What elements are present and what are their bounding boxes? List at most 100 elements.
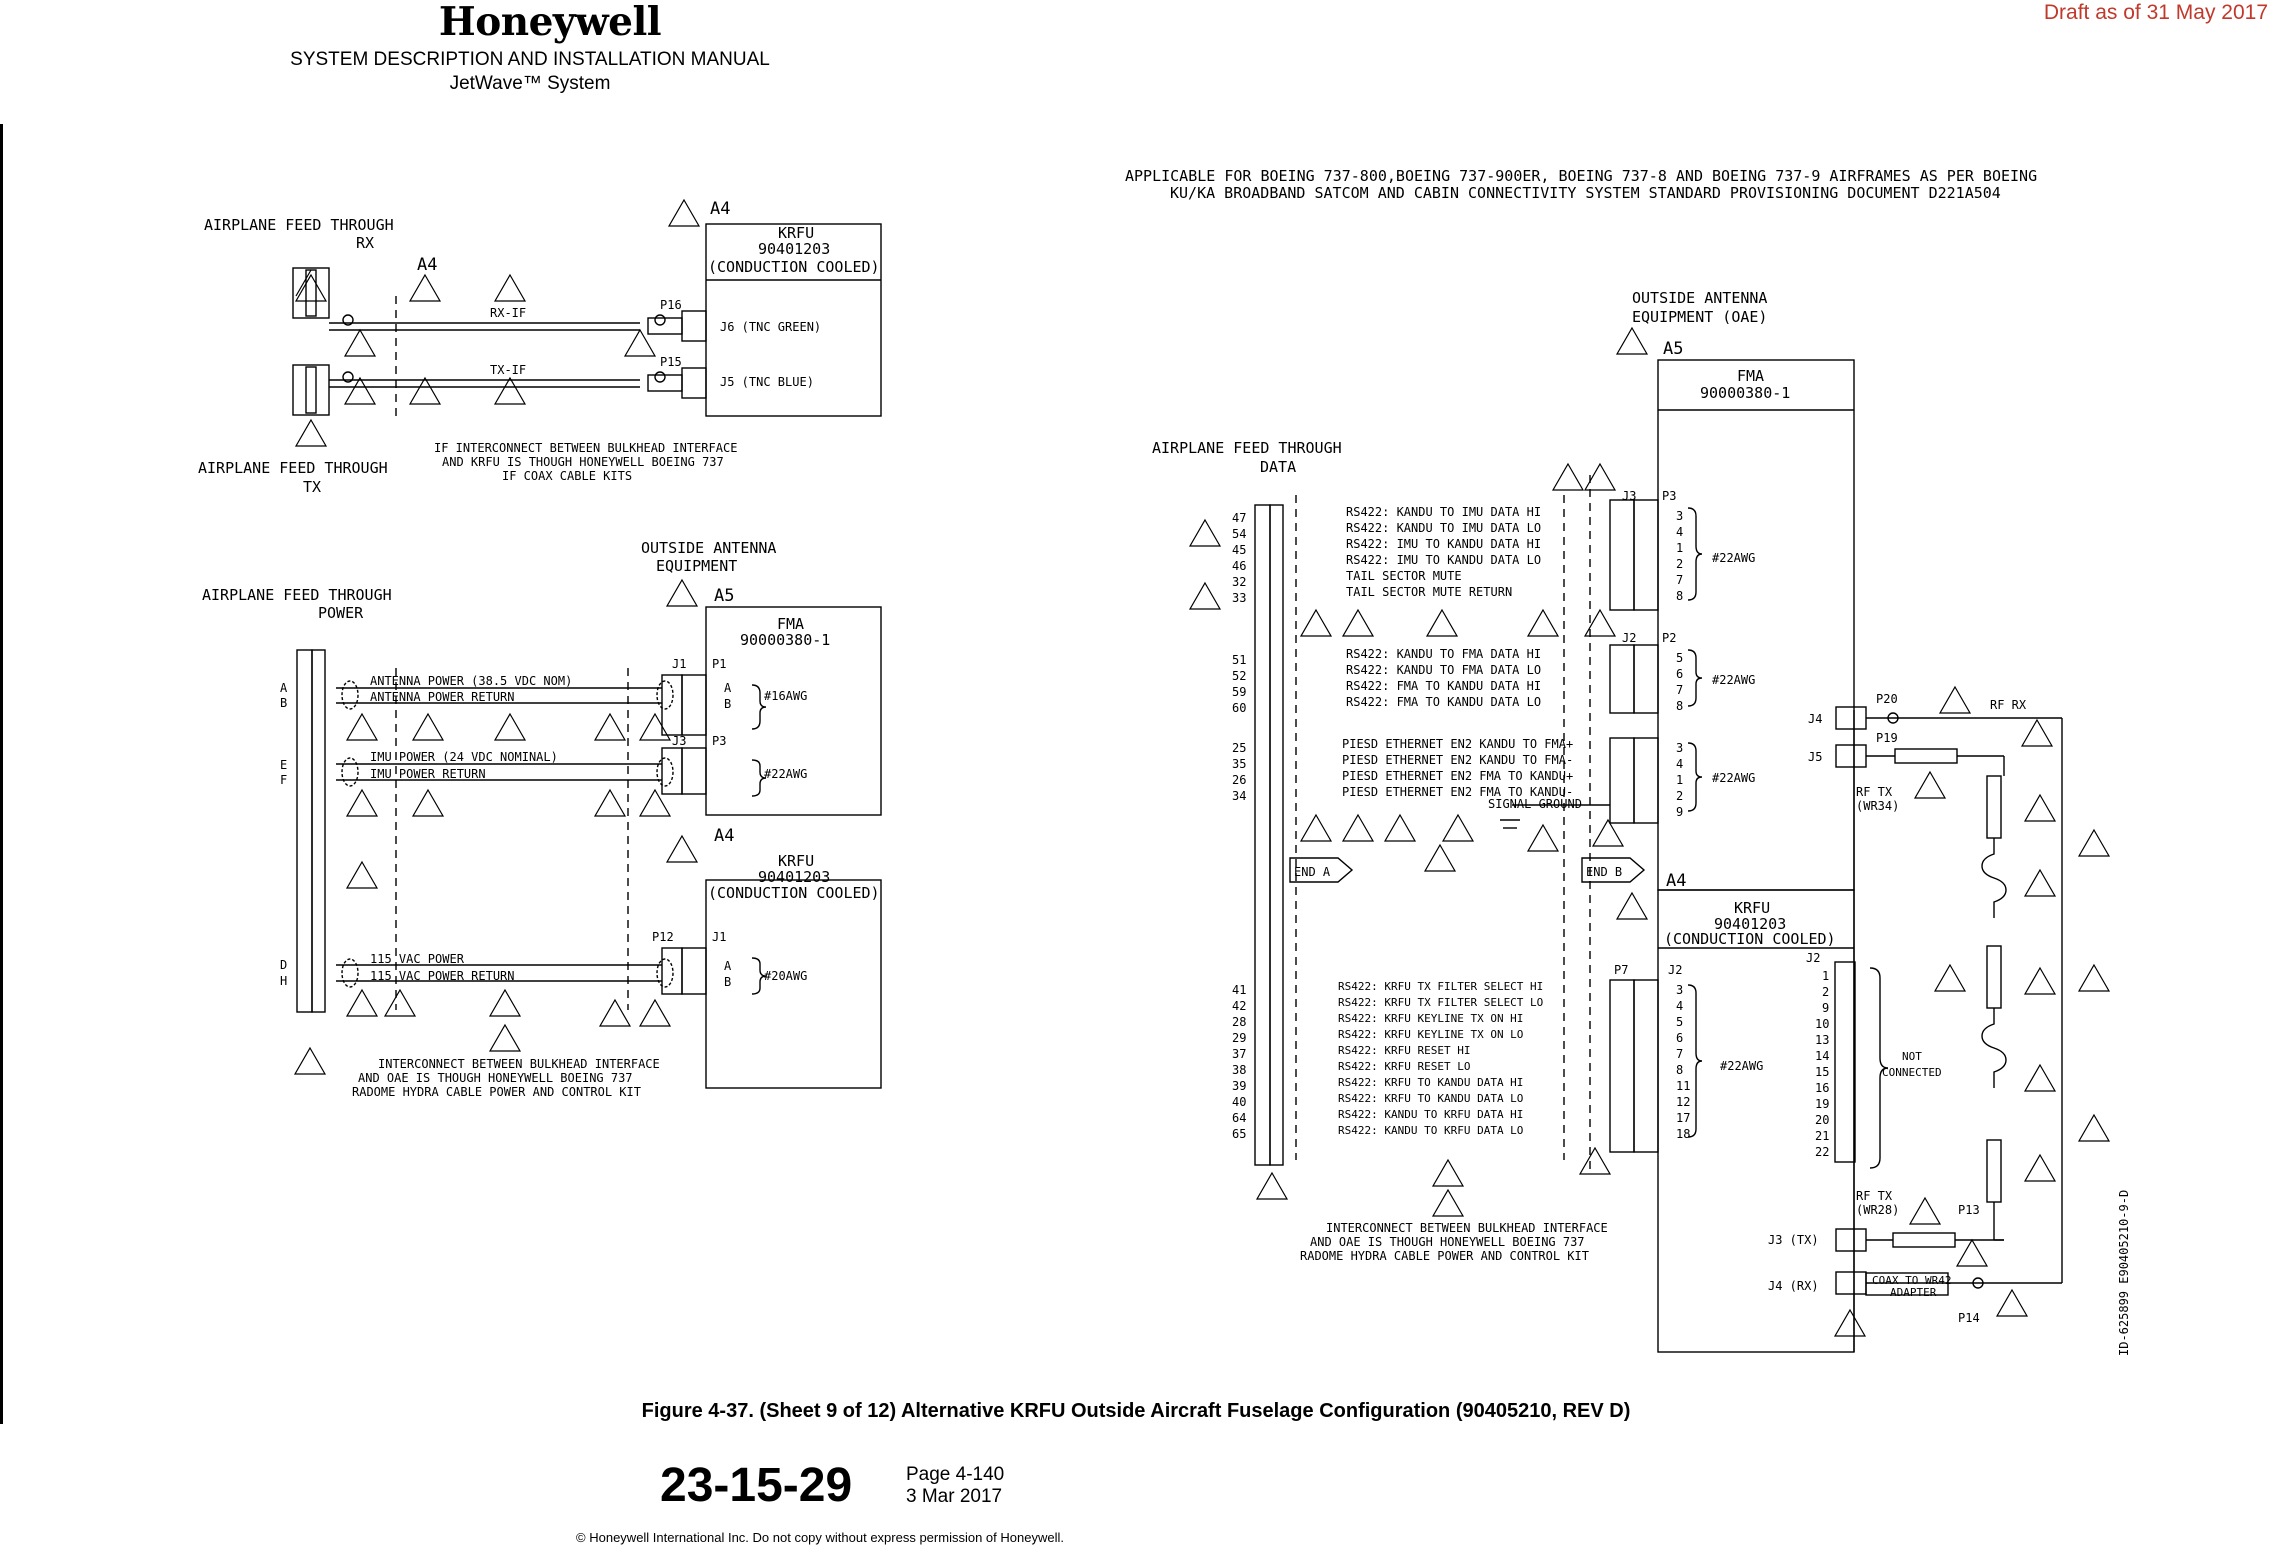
awg16-label: #16AWG: [764, 689, 807, 703]
dg2-pin-3: 59: [1232, 685, 1246, 699]
nc-pin-2: 2: [1822, 985, 1829, 999]
dg4-p7-9: 17: [1676, 1111, 1690, 1125]
feed-tx-sub: TX: [303, 478, 321, 496]
dg4-wire-6: RS422: KRFU RESET LO: [1338, 1060, 1470, 1073]
p7-label: P7: [1614, 963, 1628, 977]
dg1-p3-5: 7: [1676, 573, 1683, 587]
data-note-1: INTERCONNECT BETWEEN BULKHEAD INTERFACE: [1326, 1221, 1608, 1235]
dg1-pin-4: 46: [1232, 559, 1246, 573]
honeywell-logo: Honeywell: [438, 0, 662, 45]
j2-krfu: J2: [1668, 963, 1682, 977]
dg4-p7-6: 8: [1676, 1063, 1683, 1077]
dg2-p2-1: 5: [1676, 651, 1683, 665]
dg4-wire-8: RS422: KRFU TO KANDU DATA LO: [1338, 1092, 1523, 1105]
nc-pin-1: 1: [1822, 969, 1829, 983]
page-date: 3 Mar 2017: [906, 1486, 1003, 1507]
p3-left: P3: [712, 734, 726, 748]
dg4-p7-5: 7: [1676, 1047, 1683, 1061]
nc-pin-12: 22: [1815, 1145, 1829, 1159]
p3-right: P3: [1662, 489, 1676, 503]
dg1-p3-6: 8: [1676, 589, 1683, 603]
j3-right: J3: [1622, 489, 1636, 503]
feed-rx-sub: RX: [356, 234, 374, 252]
j5-right: J5: [1808, 750, 1822, 764]
dg3-pin-2: 35: [1232, 757, 1246, 771]
fma-right-pn: 90000380-1: [1700, 384, 1790, 402]
dg2-wire-2: RS422: KANDU TO FMA DATA LO: [1346, 663, 1541, 677]
not-connected-2: CONNECTED: [1882, 1066, 1942, 1079]
j2-nc: J2: [1806, 951, 1820, 965]
feed-rx-title: AIRPLANE FEED THROUGH: [204, 216, 394, 234]
fma-pin-b: B: [724, 697, 731, 711]
ref-a4-top: A4: [710, 199, 730, 219]
dg2-wire-1: RS422: KANDU TO FMA DATA HI: [1346, 647, 1541, 661]
dg1-wire-5: TAIL SECTOR MUTE: [1346, 569, 1462, 583]
power-wire-4: IMU POWER RETURN: [370, 767, 486, 781]
dg2-wire-4: RS422: FMA TO KANDU DATA LO: [1346, 695, 1541, 709]
p2-right: P2: [1662, 631, 1676, 645]
data-note-3: RADOME HYDRA CABLE POWER AND CONTROL KIT: [1300, 1249, 1589, 1263]
manual-title: SYSTEM DESCRIPTION AND INSTALLATION MANU…: [290, 49, 770, 70]
p15-label: P15: [660, 355, 682, 369]
rf-rx-label: RF RX: [1990, 698, 2027, 712]
dg4-wire-7: RS422: KRFU TO KANDU DATA HI: [1338, 1076, 1523, 1089]
dg4-wire-3: RS422: KRFU KEYLINE TX ON HI: [1338, 1012, 1523, 1025]
dg3-wire-5: SIGNAL GROUND: [1488, 797, 1582, 811]
j3-tx-label: J3 (TX): [1768, 1233, 1819, 1247]
krfu-left-name: KRFU: [778, 852, 814, 870]
dg4-wire-9: RS422: KANDU TO KRFU DATA HI: [1338, 1108, 1523, 1121]
dg2-pin-2: 52: [1232, 669, 1246, 683]
dg1-wire-2: RS422: KANDU TO IMU DATA LO: [1346, 521, 1541, 535]
krfu-left-cooled: (CONDUCTION COOLED): [708, 884, 880, 902]
dg4-pin-1: 41: [1232, 983, 1246, 997]
ref-a4-left: A4: [714, 826, 734, 846]
p19-label: P19: [1876, 731, 1898, 745]
fma-left-pn: 90000380-1: [740, 631, 830, 649]
power-wire-2: ANTENNA POWER RETURN: [370, 690, 515, 704]
dg4-pin-2: 42: [1232, 999, 1246, 1013]
dg1-pin-3: 45: [1232, 543, 1246, 557]
power-pin-f: F: [280, 773, 287, 787]
dg2-p2-3: 7: [1676, 683, 1683, 697]
rx-if-label: RX-IF: [490, 306, 526, 320]
fma-right-name: FMA: [1737, 367, 1764, 385]
p14-label: P14: [1958, 1311, 1980, 1325]
power-note-1: INTERCONNECT BETWEEN BULKHEAD INTERFACE: [378, 1057, 660, 1071]
not-connected-1: NOT: [1902, 1050, 1922, 1063]
p20-label: P20: [1876, 692, 1898, 706]
power-wire-1: ANTENNA POWER (38.5 VDC NOM): [370, 674, 572, 688]
dg1-p3-1: 3: [1676, 509, 1683, 523]
power-wire-3: IMU POWER (24 VDC NOMINAL): [370, 750, 558, 764]
dg3-wire-2: PIESD ETHERNET EN2 KANDU TO FMA-: [1342, 753, 1573, 767]
feed-power-title: AIRPLANE FEED THROUGH: [202, 586, 392, 604]
nc-pin-3: 9: [1822, 1001, 1829, 1015]
copyright: © Honeywell International Inc. Do not co…: [576, 1530, 1064, 1545]
dg4-p7-8: 12: [1676, 1095, 1690, 1109]
fma-pin-a: A: [724, 681, 732, 695]
rf-tx28-1: RF TX: [1856, 1189, 1893, 1203]
oae-left-2: EQUIPMENT: [656, 557, 737, 575]
power-pin-h: H: [280, 974, 287, 988]
ref-a5-right: A5: [1663, 339, 1683, 359]
dg1-wire-4: RS422: IMU TO KANDU DATA LO: [1346, 553, 1541, 567]
dg4-pin-3: 28: [1232, 1015, 1246, 1029]
dg4-p7-7: 11: [1676, 1079, 1690, 1093]
nc-pin-11: 21: [1815, 1129, 1829, 1143]
dg4-pin-10: 65: [1232, 1127, 1246, 1141]
fma-left-name: FMA: [777, 615, 804, 633]
dg3-wire-4: PIESD ETHERNET EN2 FMA TO KANDU-: [1342, 785, 1573, 799]
dg4-wire-4: RS422: KRFU KEYLINE TX ON LO: [1338, 1028, 1523, 1041]
dg4-pin-8: 40: [1232, 1095, 1246, 1109]
margin-rule: [0, 124, 3, 1424]
feed-data-title: AIRPLANE FEED THROUGH: [1152, 439, 1342, 457]
ref-a4-mid: A4: [417, 255, 437, 275]
ref-a4-right: A4: [1666, 871, 1686, 891]
power-pin-a: A: [280, 681, 288, 695]
if-note-2: AND KRFU IS THOUGH HONEYWELL BOEING 737: [442, 455, 724, 469]
krfu-right-cooled: (CONDUCTION COOLED): [1664, 930, 1836, 948]
krfu-right-name: KRFU: [1734, 899, 1770, 917]
power-note-2: AND OAE IS THOUGH HONEYWELL BOEING 737: [358, 1071, 633, 1085]
krfu-top-name: KRFU: [778, 224, 814, 242]
awg20-label: #20AWG: [764, 969, 807, 983]
dg3-pin-4: 34: [1232, 789, 1246, 803]
